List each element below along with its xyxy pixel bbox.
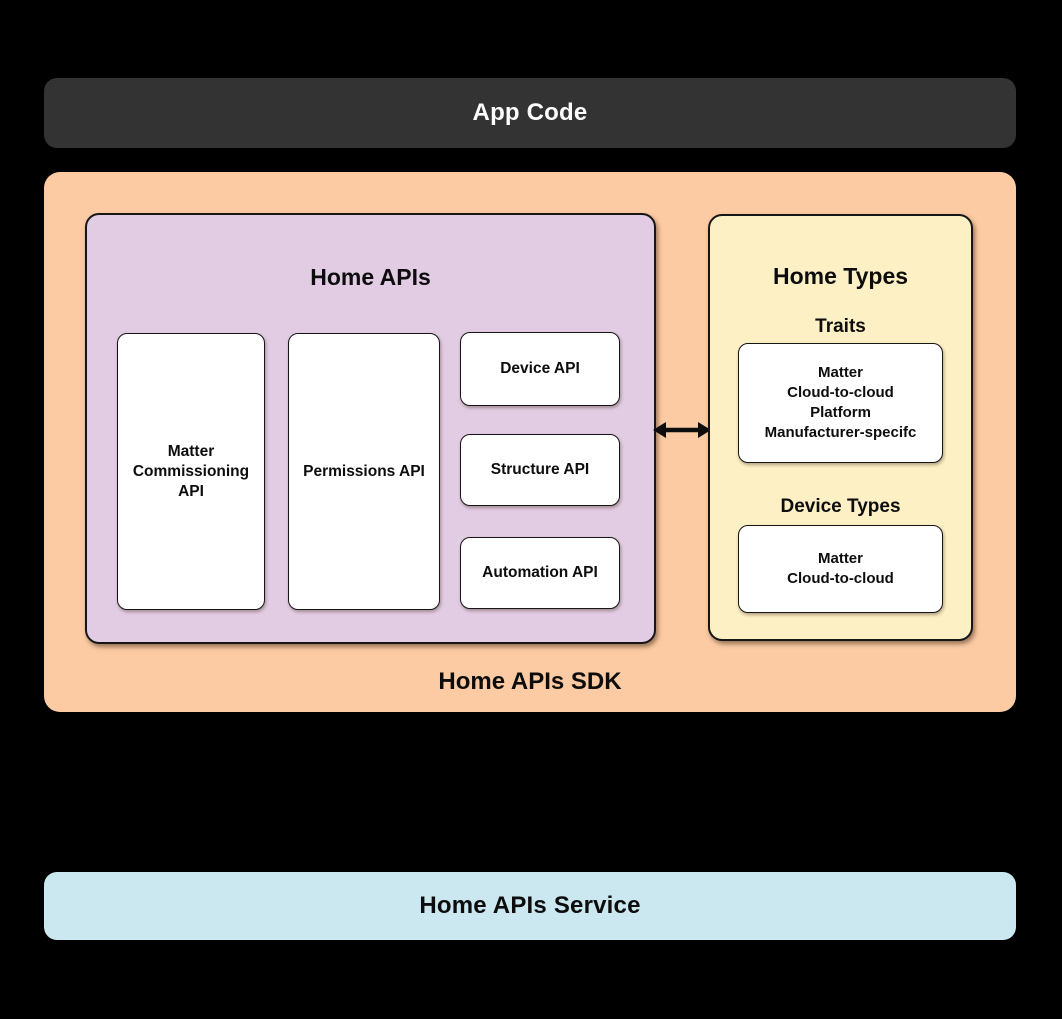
permissions-api-label: Permissions API <box>303 462 425 480</box>
app-code-bar: App Code <box>44 78 1016 148</box>
home-apis-sdk-label: Home APIs SDK <box>438 668 622 695</box>
matter-commissioning-api-label: Matter Commissioning API <box>132 442 250 500</box>
app-code-label: App Code <box>472 99 588 126</box>
home-types-group: Home Types Traits Matter Cloud-to-cloud … <box>708 214 973 641</box>
permissions-api-box: Permissions API <box>288 333 440 610</box>
matter-commissioning-api-box: Matter Commissioning API <box>117 333 265 610</box>
trait-item: Manufacturer-specifc <box>764 424 917 441</box>
structure-api-label: Structure API <box>490 461 590 478</box>
automation-api-box: Automation API <box>460 537 620 609</box>
home-apis-sdk-container: Home APIs Matter Commissioning API Permi… <box>44 172 1016 712</box>
device-type-item: Matter <box>817 550 863 567</box>
device-type-item: Cloud-to-cloud <box>787 570 894 587</box>
trait-item: Platform <box>810 404 871 421</box>
home-apis-service-bar: Home APIs Service <box>44 872 1016 940</box>
bidirectional-arrow-icon <box>653 422 711 438</box>
device-types-heading: Device Types <box>780 496 901 517</box>
trait-item: Matter <box>817 364 863 381</box>
home-apis-title: Home APIs <box>310 264 431 290</box>
device-api-label: Device API <box>500 360 580 377</box>
automation-api-label: Automation API <box>482 564 598 581</box>
device-types-box: Matter Cloud-to-cloud <box>738 525 943 613</box>
device-api-box: Device API <box>460 332 620 406</box>
trait-item: Cloud-to-cloud <box>787 384 894 401</box>
home-apis-group: Home APIs Matter Commissioning API Permi… <box>85 213 656 644</box>
home-types-title: Home Types <box>772 263 909 289</box>
home-apis-service-label: Home APIs Service <box>419 892 641 919</box>
traits-box: Matter Cloud-to-cloud Platform Manufactu… <box>738 343 943 463</box>
structure-api-box: Structure API <box>460 434 620 506</box>
traits-heading: Traits <box>815 316 866 337</box>
